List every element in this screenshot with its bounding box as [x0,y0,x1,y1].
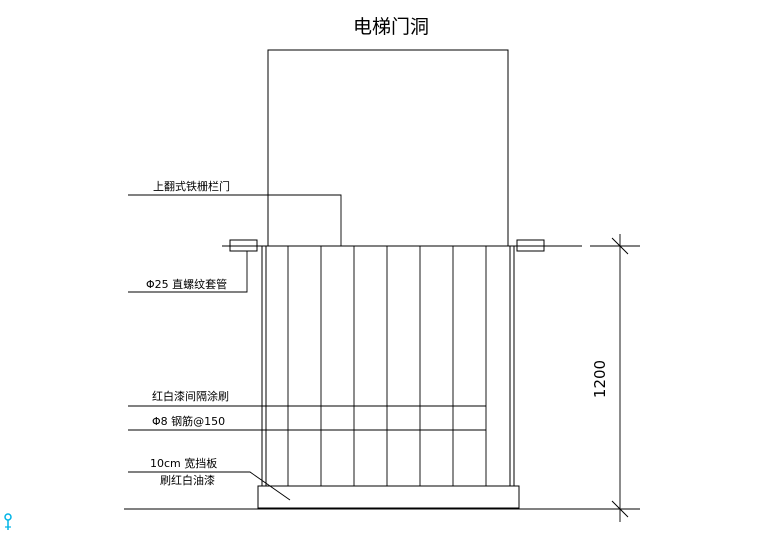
board-leader [128,471,291,501]
pipe-leader [128,251,248,293]
dimension-tick-bottom [611,500,629,518]
paint-label: 红白漆间隔涂刷 [152,389,229,403]
ucs-marker-icon [4,513,12,530]
baseboard [257,485,520,509]
board-label-line2: 刷红白油漆 [160,473,215,487]
gate-leader [128,194,342,246]
gate-label: 上翻式铁栅栏门 [153,179,230,193]
gate-bars [287,246,487,486]
dimension-tick-top [611,237,629,255]
elevator-opening [267,49,509,247]
right-sleeve [516,239,545,252]
drawing-title: 电梯门洞 [353,16,429,38]
dimension-label: 1200 [591,360,609,398]
rebar-label: Φ8 钢筋@150 [152,414,225,428]
left-sleeve [229,239,258,252]
board-label-line1: 10cm 宽挡板 [150,456,217,470]
pipe-label: Φ25 直螺纹套管 [146,277,227,291]
